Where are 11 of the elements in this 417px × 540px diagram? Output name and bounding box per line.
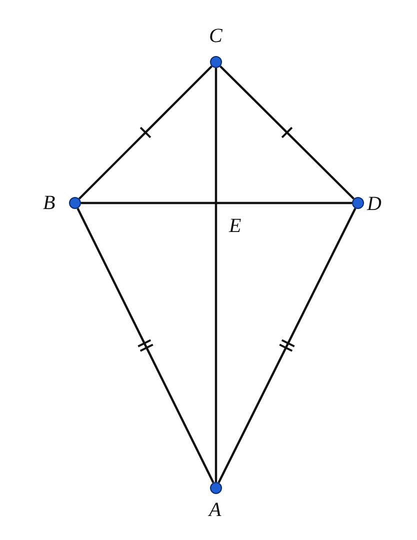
line-segment xyxy=(214,68,218,482)
point-label: C xyxy=(209,26,222,46)
line-segment xyxy=(81,202,352,204)
line-segment xyxy=(219,65,355,200)
point-label: A xyxy=(209,500,222,520)
line-segment xyxy=(78,65,213,200)
line-segment xyxy=(218,208,356,484)
point-label: B xyxy=(43,193,56,213)
line-segment xyxy=(76,208,214,484)
point-label: D xyxy=(367,194,382,214)
point-label: E xyxy=(229,216,242,236)
